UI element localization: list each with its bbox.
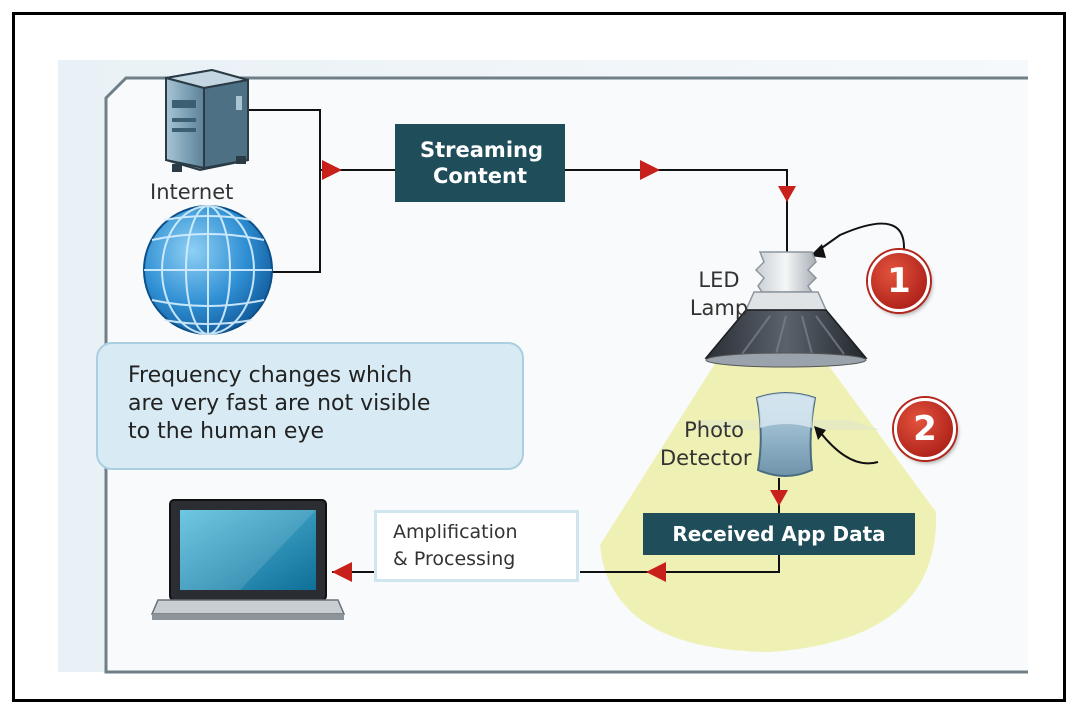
- amp-label-line1: Amplification: [393, 521, 518, 543]
- arrowhead-1: [322, 160, 342, 180]
- globe-icon: [143, 205, 273, 335]
- callout-arrowhead-2: [814, 426, 826, 440]
- received-app-data-label: Received App Data: [672, 522, 886, 546]
- streaming-content-box: Streaming Content: [395, 124, 565, 202]
- led-label-line1: LED: [698, 268, 740, 292]
- photo-detector-icon: [755, 392, 817, 477]
- arrowhead-5: [646, 562, 666, 582]
- note-line3: to the human eye: [128, 419, 325, 444]
- arrowhead-6: [332, 562, 352, 582]
- note-line2: are very fast are not visible: [128, 391, 431, 416]
- step-badge-2: 2: [894, 398, 956, 460]
- amplification-box: Amplification & Processing: [374, 510, 579, 582]
- amp-label-line2: & Processing: [393, 548, 516, 570]
- photo-detector-label: Photo Detector: [660, 416, 752, 472]
- led-label-line2: Lamp: [689, 296, 749, 320]
- internet-label: Internet: [150, 180, 234, 204]
- light-cone: [600, 362, 937, 652]
- step-badge-1: 1: [868, 250, 930, 312]
- note-line1: Frequency changes which: [128, 363, 413, 388]
- arrowhead-3: [778, 186, 796, 202]
- server-line: [236, 109, 321, 170]
- arrowhead-2: [640, 160, 660, 180]
- led-lamp-icon: [704, 251, 868, 368]
- arrowhead-4: [770, 490, 788, 506]
- led-lamp-label: LED Lamp: [683, 266, 755, 322]
- photo-label-line2: Detector: [660, 446, 752, 470]
- photo-label-line1: Photo: [684, 418, 744, 442]
- streaming-to-lamp-line: [565, 169, 788, 252]
- streaming-content-label: Streaming Content: [420, 138, 543, 188]
- server-icon: [165, 68, 249, 172]
- laptop-icon: [150, 499, 346, 620]
- received-app-data-box: Received App Data: [643, 513, 915, 555]
- frequency-note: Frequency changes which are very fast ar…: [96, 342, 524, 470]
- callout-arrow-2: [819, 431, 879, 465]
- arrowheads: [322, 160, 796, 582]
- globe-line: [270, 170, 321, 273]
- callout-arrowhead-1: [810, 244, 826, 258]
